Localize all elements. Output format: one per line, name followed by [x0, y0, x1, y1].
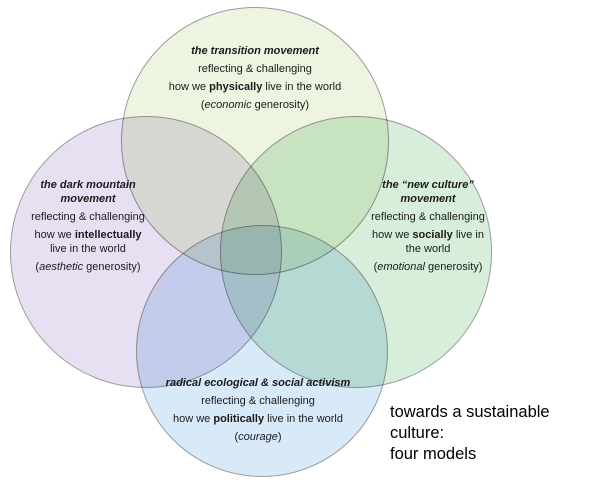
circle-how-line: how we intellectually live in the world — [27, 228, 149, 256]
generosity-text: generosity) — [424, 261, 483, 273]
generosity-text: ( — [373, 261, 378, 273]
transition-movement-label: the transition movement reflecting & cha… — [125, 44, 385, 116]
how-text: live in the world — [264, 413, 343, 425]
how-text: how we — [168, 81, 210, 93]
circle-how-line: how we socially live in the world — [367, 228, 489, 256]
how-emphasis: intellectually — [74, 229, 142, 241]
circle-generosity-line: (aesthetic generosity) — [27, 260, 149, 274]
generosity-text: ( — [234, 431, 239, 443]
circle-title: the “new culture” movement — [382, 179, 474, 205]
circle-generosity-line: (economic generosity) — [125, 98, 385, 113]
circle-reflect-line: reflecting & challenging — [198, 63, 312, 75]
how-emphasis: politically — [213, 413, 265, 425]
dark-mountain-movement-label: the dark mountain movement reflecting & … — [27, 178, 149, 278]
circle-generosity-line: (emotional generosity) — [367, 260, 489, 274]
generosity-text: ( — [35, 261, 40, 273]
generosity-text: generosity) — [251, 99, 310, 111]
how-text: how we — [173, 413, 214, 425]
diagram-caption: towards a sustainable culture: four mode… — [390, 402, 600, 465]
generosity-text: generosity) — [83, 261, 141, 273]
how-text: how we — [34, 229, 75, 241]
how-text: live in the world — [50, 243, 126, 255]
how-text: how we — [372, 229, 413, 241]
diagram-caption-line2: four models — [390, 445, 477, 463]
circle-how-line: how we physically live in the world — [125, 80, 385, 95]
circle-title: radical ecological & social activism — [165, 377, 351, 389]
radical-activism-label: radical ecological & social activism ref… — [125, 376, 391, 448]
generosity-emphasis: economic — [204, 99, 252, 111]
new-culture-movement-label: the “new culture” movement reflecting & … — [367, 178, 489, 278]
generosity-emphasis: courage — [238, 431, 278, 443]
how-text: live in the world — [262, 81, 342, 93]
circle-title: the dark mountain movement — [40, 179, 136, 205]
how-emphasis: physically — [209, 81, 263, 93]
generosity-emphasis: aesthetic — [39, 261, 84, 273]
circle-how-line: how we politically live in the world — [125, 412, 391, 427]
circle-reflect-line: reflecting & challenging — [31, 211, 145, 223]
circle-generosity-line: (courage) — [125, 430, 391, 445]
circle-reflect-line: reflecting & challenging — [201, 395, 315, 407]
how-emphasis: socially — [412, 229, 453, 241]
circle-radical-activism — [136, 225, 388, 477]
circle-title: the transition movement — [191, 45, 319, 57]
diagram-caption-line1: towards a sustainable culture: — [390, 403, 550, 442]
generosity-emphasis: emotional — [377, 261, 425, 273]
generosity-text: ( — [200, 99, 205, 111]
circle-reflect-line: reflecting & challenging — [371, 211, 485, 223]
how-text: live in the world — [405, 229, 484, 255]
generosity-text: ) — [277, 431, 282, 443]
